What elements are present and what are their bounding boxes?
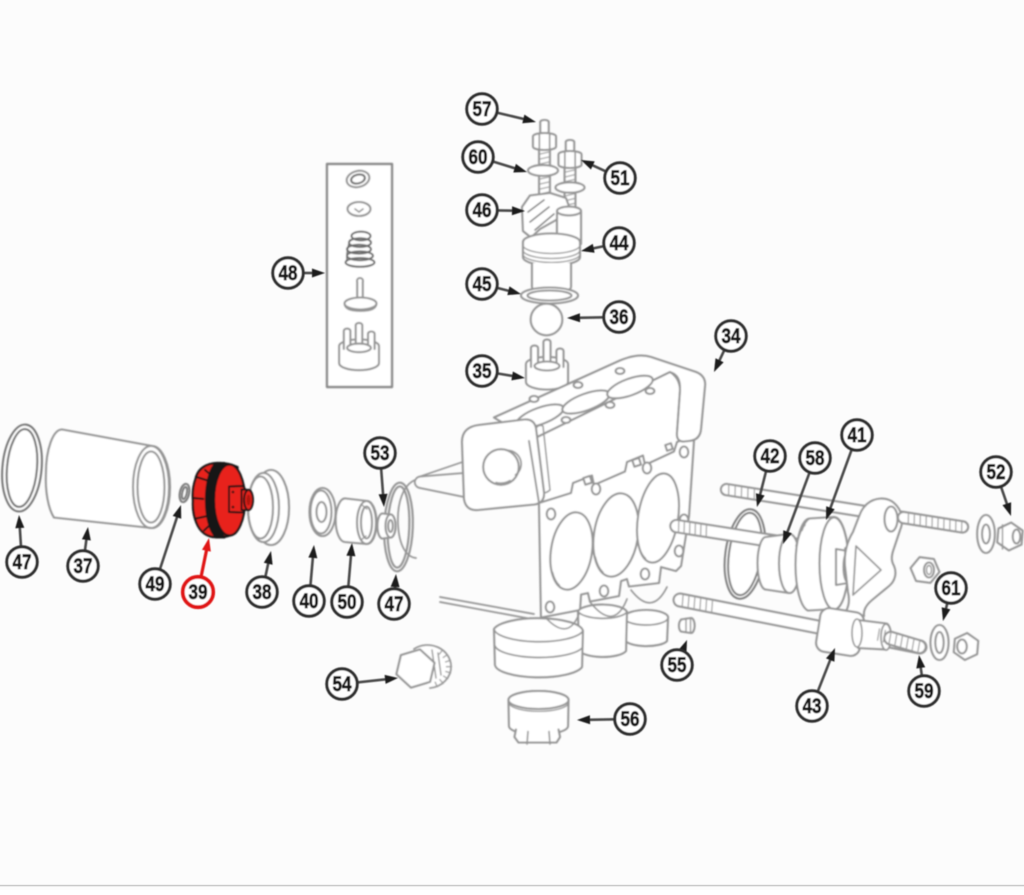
svg-text:34: 34 (722, 324, 741, 348)
svg-text:35: 35 (473, 359, 492, 383)
svg-text:43: 43 (803, 694, 822, 718)
svg-text:55: 55 (668, 653, 687, 677)
svg-text:60: 60 (469, 145, 488, 169)
svg-text:45: 45 (473, 272, 492, 296)
svg-text:57: 57 (473, 97, 492, 121)
svg-text:47: 47 (13, 550, 32, 574)
svg-text:54: 54 (333, 672, 352, 696)
svg-text:51: 51 (611, 166, 630, 190)
svg-text:56: 56 (621, 707, 640, 731)
svg-text:39: 39 (189, 580, 208, 604)
svg-text:40: 40 (300, 589, 319, 613)
svg-text:44: 44 (610, 231, 629, 255)
svg-text:58: 58 (806, 446, 825, 470)
svg-text:37: 37 (74, 554, 93, 578)
svg-text:61: 61 (942, 576, 961, 600)
svg-text:48: 48 (279, 261, 298, 285)
svg-text:36: 36 (610, 305, 629, 329)
svg-text:53: 53 (371, 441, 390, 465)
svg-text:50: 50 (338, 590, 357, 614)
svg-text:49: 49 (146, 572, 165, 596)
svg-text:52: 52 (987, 460, 1006, 484)
svg-text:46: 46 (473, 198, 492, 222)
svg-text:38: 38 (253, 580, 272, 604)
svg-text:42: 42 (761, 444, 780, 468)
svg-text:59: 59 (915, 679, 934, 703)
svg-text:47: 47 (385, 592, 404, 616)
svg-text:41: 41 (848, 423, 867, 447)
